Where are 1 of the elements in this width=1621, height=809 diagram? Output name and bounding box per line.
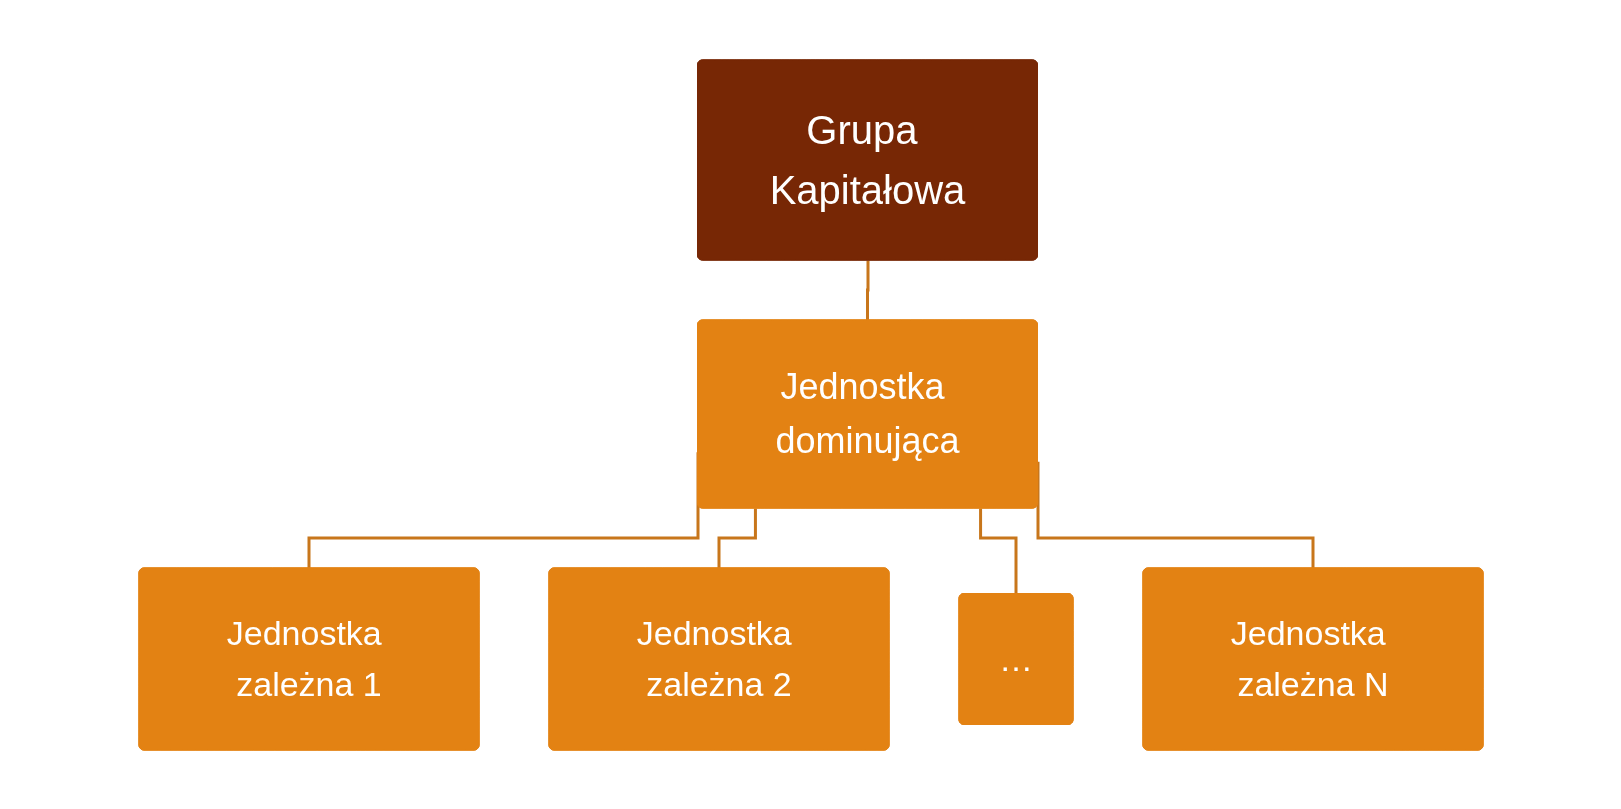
- connector: [978, 508, 1018, 595]
